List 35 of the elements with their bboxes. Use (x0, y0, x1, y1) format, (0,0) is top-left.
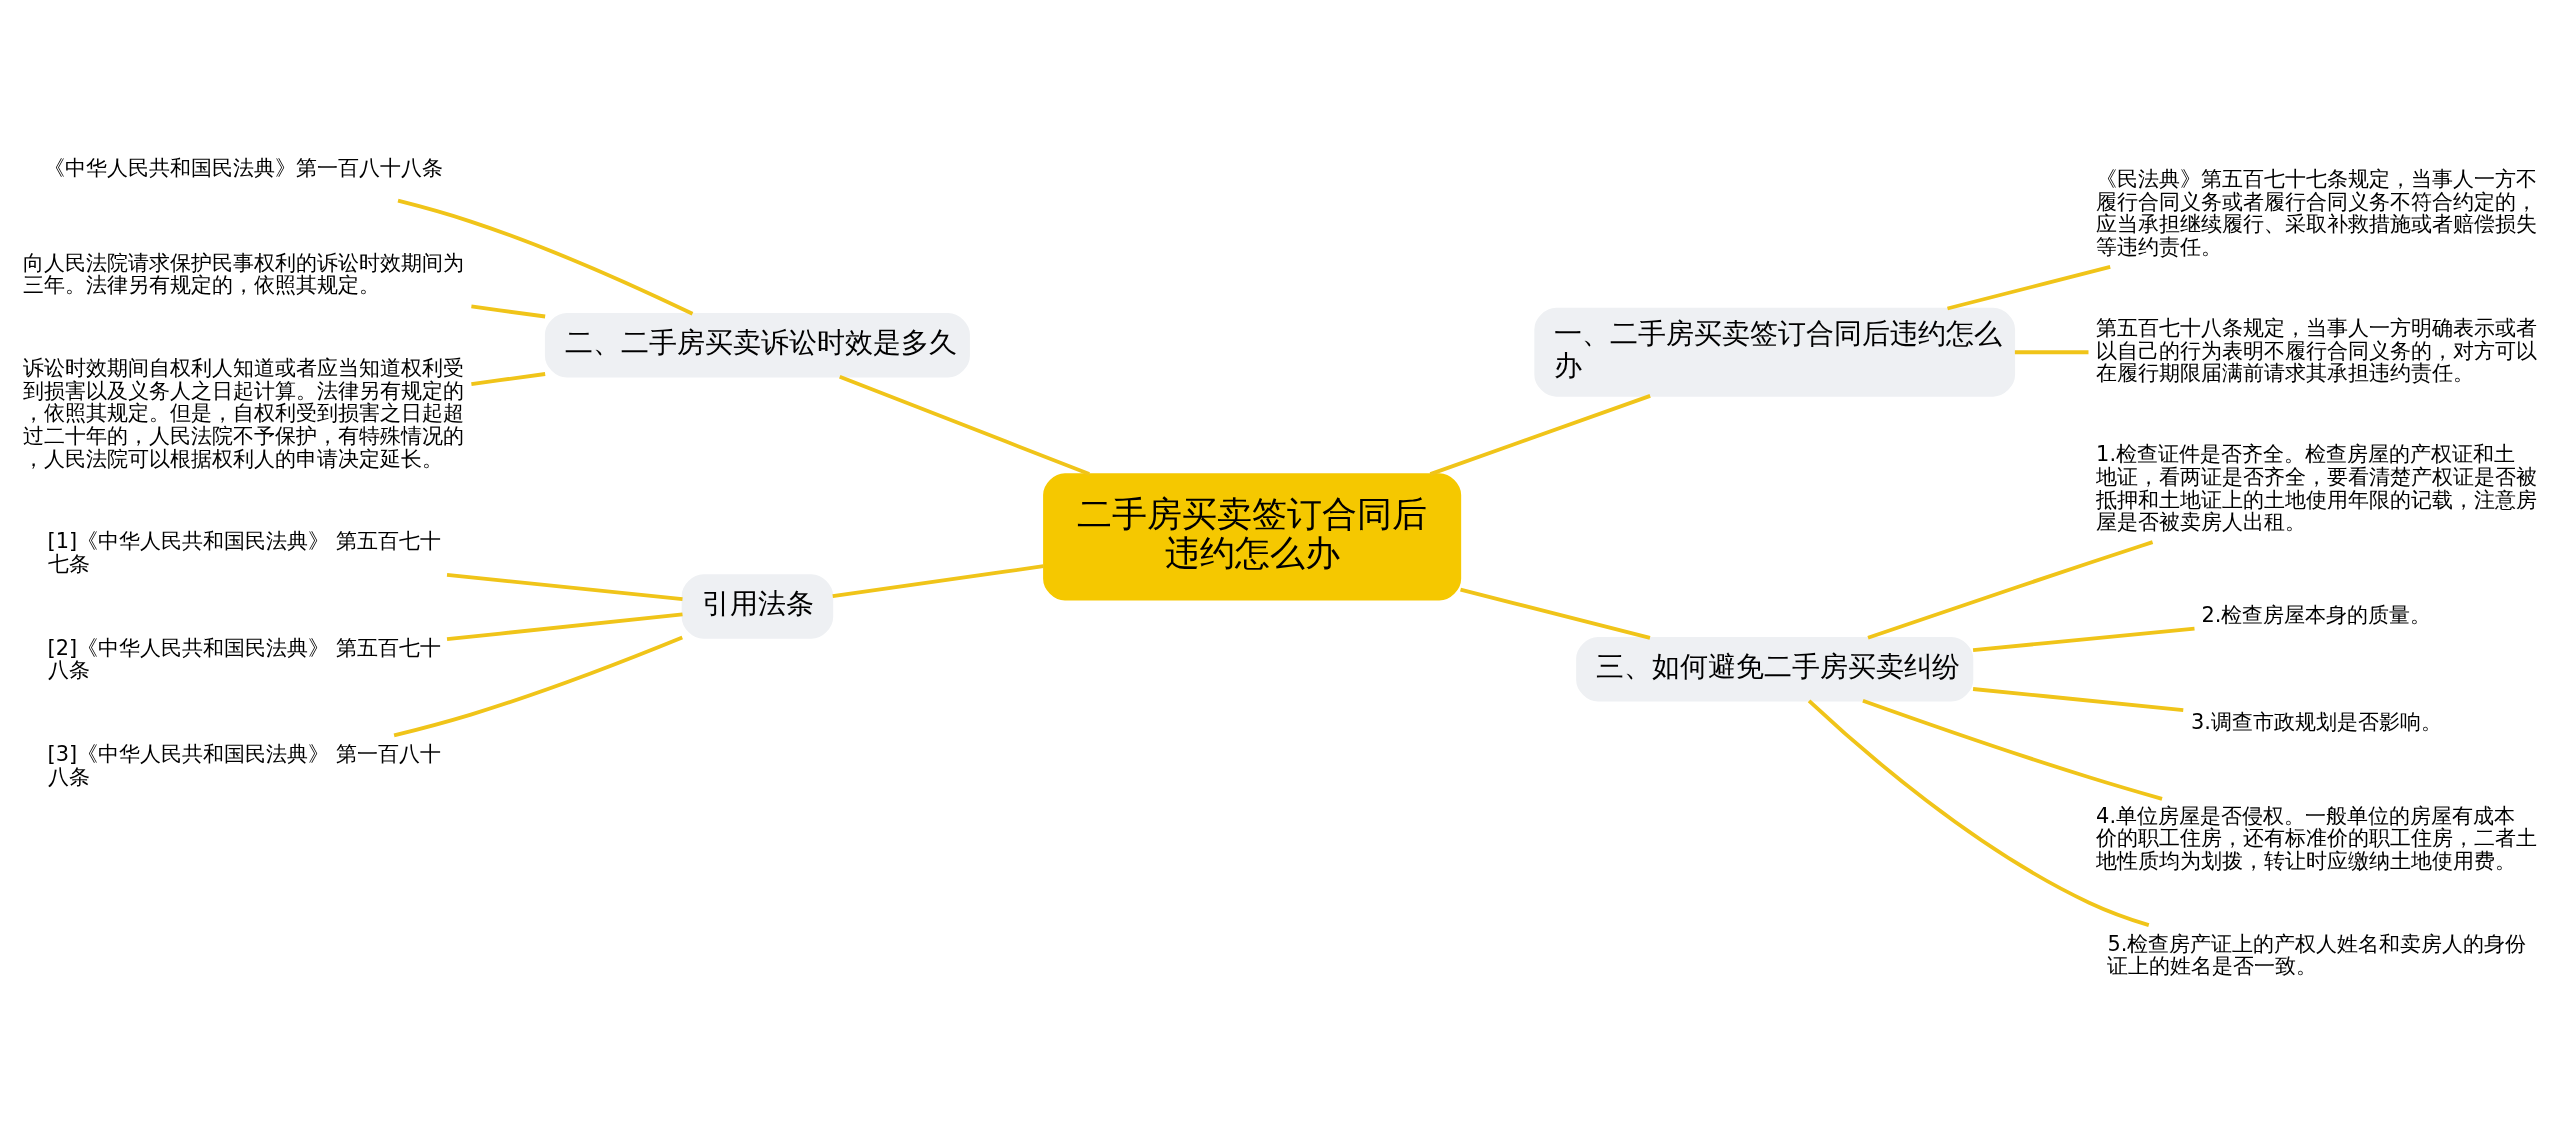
node-text: [3]《中华人民共和国民法典》 第一百八十八条 (47, 741, 441, 789)
connector (1947, 264, 2111, 310)
node-text: 《中华人民共和国民法典》第一百八十八条 (44, 155, 444, 180)
node-text: [1]《中华人民共和国民法典》 第五百七十七条 (47, 528, 441, 576)
node-text: 诉讼时效期间自权利人知道或者应当知道权利受到损害以及义务人之日起计算。法律另有规定的，依照其规定。但是，自权利受到损害之日起超过二十年的，人民法院不予保护，有特殊情况的，人民法院可以根据权利人的申请决定延长。 (23, 355, 465, 471)
connector (1807, 699, 2150, 927)
connector (471, 371, 546, 386)
node-text: 《民法典》第五百七十七条规定，当事人一方不履行合同义务或者履行合同义务不符合约定的，应当承担继续履行、采取补救措施或者赔偿损失等违约责任。 (2096, 166, 2538, 259)
node-text: 3.调查市政规划是否影响。 (2191, 709, 2442, 734)
connector (446, 572, 683, 601)
connector (1867, 539, 2154, 640)
connector (393, 635, 683, 737)
connector (1460, 587, 1651, 640)
node-text: [2]《中华人民共和国民法典》 第五百七十八条 (47, 635, 441, 682)
connector (1972, 626, 2195, 652)
connector (1862, 698, 2163, 801)
node-box: 二、二手房买卖诉讼时效是多久 (544, 312, 970, 377)
node-box: 三、如何避免二手房买卖纠纷 (1576, 636, 1974, 701)
node-text: 第五百七十八条规定，当事人一方明确表示或者以自己的行为表明不履行合同义务的，对方可以在履行期限届满前请求其承担违约责任。 (2096, 315, 2538, 385)
node-box: 一、二手房买卖签订合同后违约怎么办 (1534, 307, 2016, 397)
connector (1972, 686, 2184, 712)
connector (446, 611, 683, 641)
node-box: 引用法条 (681, 573, 834, 639)
connector (839, 374, 1090, 476)
node-text: 1.检查证件是否齐全。检查房屋的产权证和土地证，看两证是否齐全，要看清楚产权证是否被抵押和土地证上的土地使用年限的记载，注意房屋是否被卖房人出租。 (2096, 441, 2538, 534)
connector (397, 198, 694, 316)
connector (832, 563, 1044, 598)
node-text: 4.单位房屋是否侵权。一般单位的房屋有成本价的职工住房，还有标准价的职工住房，二者土地性质均为划拨，转让时应缴纳土地使用费。 (2096, 803, 2538, 873)
connector (1429, 393, 1651, 476)
connector (2014, 349, 2089, 354)
node-box: 二手房买卖签订合同后违约怎么办 (1043, 472, 1462, 600)
node-text: 5.检查房产证上的产权人姓名和卖房人的身份证上的姓名是否一致。 (2107, 931, 2527, 978)
node-text: 2.检查房屋本身的质量。 (2201, 602, 2432, 627)
node-text: 向人民法院请求保护民事权利的诉讼时效期间为三年。法律另有规定的，依照其规定。 (23, 250, 465, 297)
connector (471, 304, 546, 318)
